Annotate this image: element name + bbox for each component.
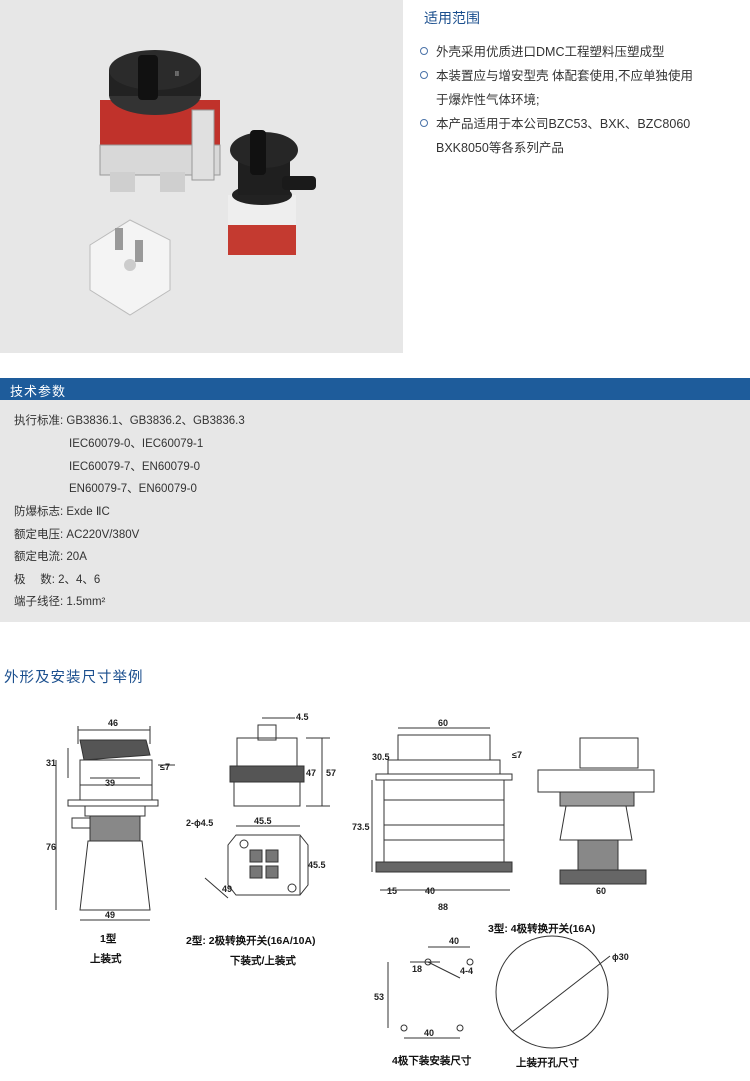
dim-label: 76 [46, 842, 56, 852]
drawing-mounting-4pole [387, 946, 474, 1039]
scope-item-text: 本产品适用于本公司BZC53、BXK、BZC8060 [436, 117, 691, 131]
spec-label: 极 数: [14, 574, 55, 586]
dim-label: 49 [105, 910, 115, 920]
dim-label: ϕ30 [612, 952, 629, 962]
scope-item-3: 本产品适用于本公司BZC53、BXK、BZC8060 BXK8050等各系列产品 [418, 112, 738, 160]
scope-title: 适用范围 [424, 10, 480, 26]
caption: 上装式 [90, 952, 122, 965]
svg-text:II: II [175, 71, 179, 78]
scope-item-text: BXK8050等各系列产品 [436, 141, 564, 155]
caption: 上装开孔尺寸 [516, 1056, 579, 1069]
spec-ex: 防爆标志: Exde ⅡC [14, 503, 110, 519]
drawing-type3 [371, 727, 513, 891]
tech-header: 技术参数 [0, 378, 750, 400]
dim-label: 30.5 [372, 752, 390, 762]
tech-panel: 执行标准: GB3836.1、GB3836.2、GB3836.3 IEC6007… [0, 400, 750, 622]
circle-bullet-icon [420, 47, 428, 55]
scope-list: 外壳采用优质进口DMC工程塑料压塑成型 本装置应与增安型壳 体配套使用,不应单独… [418, 40, 738, 160]
scope-item-text: 于爆炸性气体环境; [436, 93, 540, 107]
spec-poles: 极 数: 2、4、6 [14, 571, 100, 587]
caption: 3型: 4极转换开关(16A) [488, 922, 595, 935]
spec-voltage: 额定电压: AC220V/380V [14, 526, 139, 542]
drawing-type2 [204, 717, 330, 899]
circle-bullet-icon [420, 119, 428, 127]
spec-value: Exde ⅡC [66, 506, 110, 518]
spec-value: 2、4、6 [58, 574, 101, 586]
spec-value: 20A [66, 551, 87, 563]
switch-4pole: II [99, 50, 221, 192]
dim-label: 49 [222, 884, 232, 894]
dim-label: ≤7 [512, 750, 522, 760]
spec-label: 额定电压: [14, 529, 64, 541]
spec-standards: 执行标准: GB3836.1、GB3836.2、GB3836.3 [14, 412, 245, 428]
dim-label: 45.5 [254, 816, 272, 826]
caption: 1型 [100, 932, 117, 945]
spec-value: AC220V/380V [66, 529, 140, 541]
spec-value: IEC60079-0、IEC60079-1 [69, 438, 204, 450]
caption: 下装式/上装式 [230, 954, 296, 967]
dim-label: 57 [326, 768, 336, 778]
circle-bullet-icon [420, 71, 428, 79]
spec-current: 额定电流: 20A [14, 548, 87, 564]
dimension-drawings: 46 31 39 ≤7 76 49 4.5 47 57 2-ϕ4.5 45.5 … [46, 712, 655, 1069]
drawing-type3-side [537, 737, 655, 885]
drawings-title: 外形及安装尺寸举例 [4, 670, 144, 686]
dim-label: 40 [449, 936, 459, 946]
dim-label: 39 [105, 778, 115, 788]
spec-wire: 端子线径: 1.5mm² [14, 593, 105, 609]
dim-label: 46 [108, 718, 118, 728]
spec-value: GB3836.1、GB3836.2、GB3836.3 [66, 415, 245, 427]
dim-label: 2-ϕ4.5 [186, 818, 213, 828]
drawing-cutout [495, 935, 611, 1049]
scope-item-text: 本装置应与增安型壳 体配套使用,不应单独使用 [436, 69, 693, 83]
tech-title: 技术参数 [10, 384, 67, 399]
product-photo: II [0, 0, 403, 353]
spec-value: IEC60079-7、EN60079-0 [69, 461, 201, 473]
dim-label: 4-4 [460, 966, 473, 976]
dim-label: 88 [438, 902, 448, 912]
dim-label: 45.5 [308, 860, 326, 870]
dim-label: 73.5 [352, 822, 370, 832]
drawing-type1 [55, 726, 175, 921]
product-illustration: II [89, 50, 316, 316]
dim-label: 53 [374, 992, 384, 1002]
dim-label: 4.5 [296, 712, 309, 722]
spec-label: 防爆标志: [14, 506, 64, 518]
scope-item-1: 外壳采用优质进口DMC工程塑料压塑成型 [418, 40, 738, 64]
caption: 4极下装安装尺寸 [392, 1054, 472, 1067]
spec-label: 额定电流: [14, 551, 64, 563]
dim-label: 60 [438, 718, 448, 728]
dim-label: 31 [46, 758, 56, 768]
scope-item-text: 外壳采用优质进口DMC工程塑料压塑成型 [436, 45, 665, 59]
terminal-block [89, 219, 171, 316]
caption: 2型: 2极转换开关(16A/10A) [186, 934, 316, 947]
spec-label: 端子线径: [14, 596, 64, 608]
scope-item-2: 本装置应与增安型壳 体配套使用,不应单独使用 于爆炸性气体环境; [418, 64, 738, 112]
dim-label: 40 [425, 886, 435, 896]
dim-label: 15 [387, 886, 397, 896]
spec-label: 执行标准: [14, 415, 64, 427]
spec-value: 1.5mm² [66, 596, 106, 608]
switch-2pole [228, 130, 316, 255]
dim-label: ≤7 [160, 762, 170, 772]
dim-label: 40 [424, 1028, 434, 1038]
dim-label: 47 [306, 768, 316, 778]
dim-label: 18 [412, 964, 422, 974]
spec-value: EN60079-7、EN60079-0 [69, 483, 197, 495]
dim-label: 60 [596, 886, 606, 896]
